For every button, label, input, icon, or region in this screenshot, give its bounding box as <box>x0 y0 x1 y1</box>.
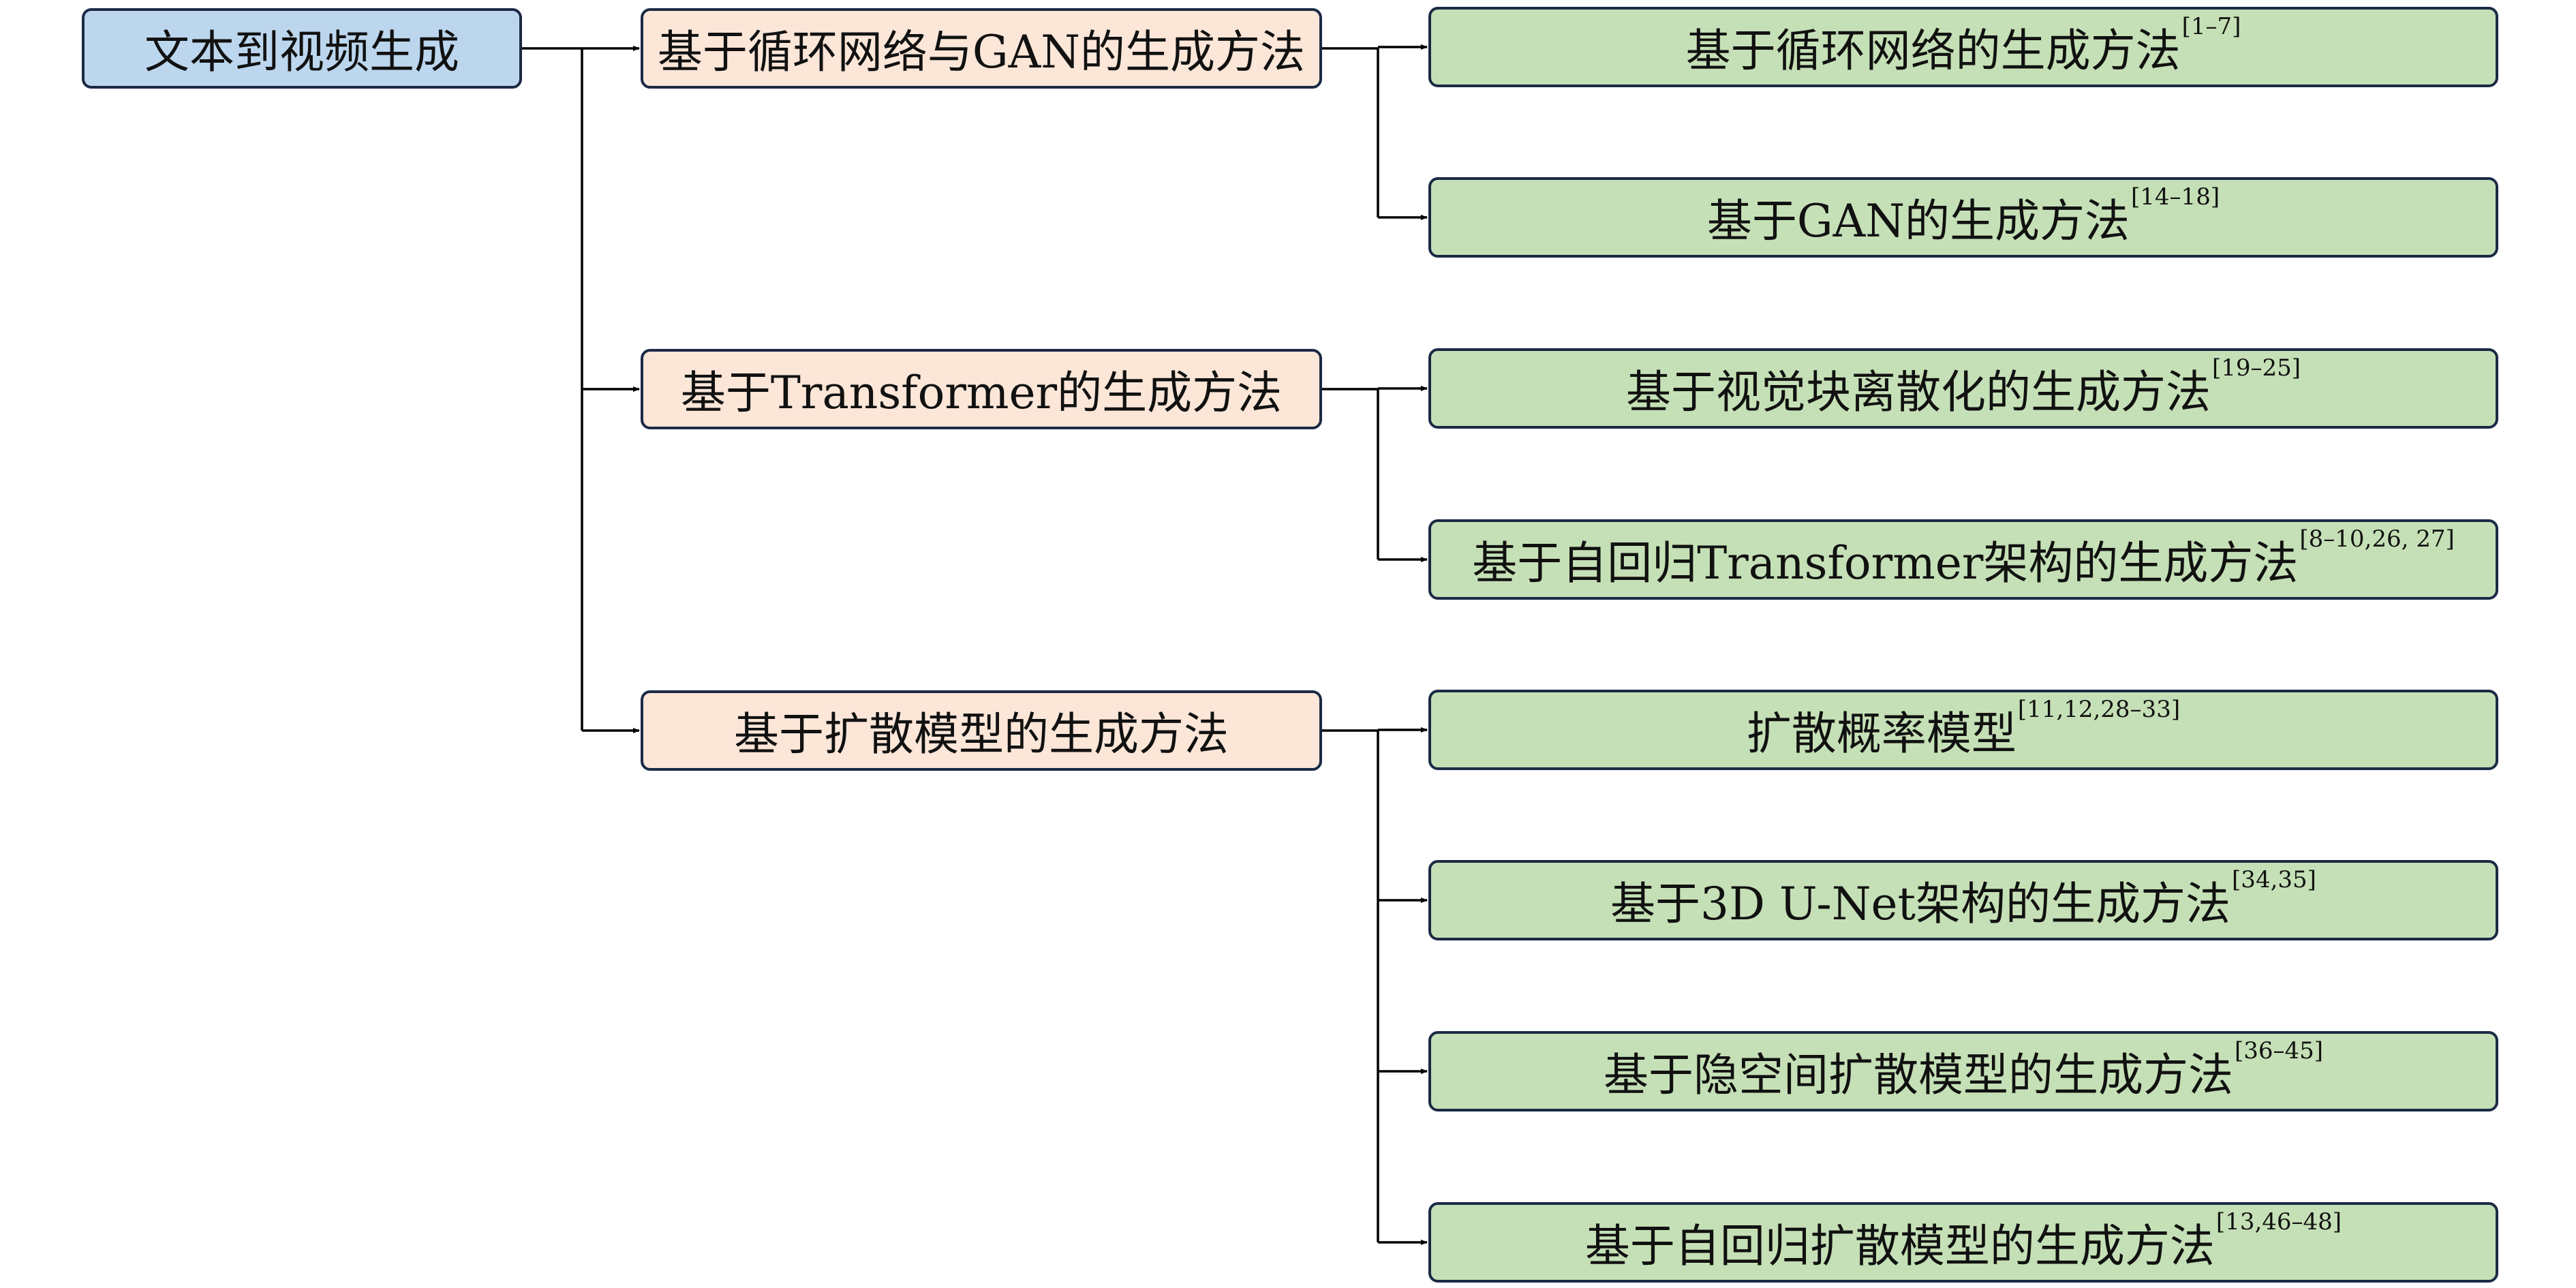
method-reference: [14–18] <box>2131 183 2220 211</box>
method-node-diffusion-probabilistic: 扩散概率模型[11,12,28–33] <box>1428 690 2498 770</box>
category-label: 基于循环网络与GAN的生成方法 <box>657 26 1306 78</box>
category-label: 基于Transformer的生成方法 <box>680 367 1283 419</box>
method-label: 基于视觉块离散化的生成方法 <box>1625 366 2211 418</box>
category-label: 基于扩散模型的生成方法 <box>734 708 1229 761</box>
method-label: 基于3D U-Net架构的生成方法 <box>1610 878 2231 930</box>
method-node-gan: 基于GAN的生成方法[14–18] <box>1428 177 2498 258</box>
method-node-3d-unet: 基于3D U-Net架构的生成方法[34,35] <box>1428 860 2498 940</box>
root-node: 文本到视频生成 <box>82 8 522 89</box>
method-label: 基于GAN的生成方法 <box>1706 195 2130 247</box>
method-reference: [34,35] <box>2232 866 2316 893</box>
category-node-transformer: 基于Transformer的生成方法 <box>641 349 1322 429</box>
method-label: 扩散概率模型 <box>1746 707 2017 760</box>
method-label: 基于隐空间扩散模型的生成方法 <box>1603 1049 2233 1101</box>
method-node-latent-diffusion: 基于隐空间扩散模型的生成方法[36–45] <box>1428 1031 2498 1111</box>
method-label: 基于自回归扩散模型的生成方法 <box>1584 1220 2215 1272</box>
method-node-autoregressive-transformer: 基于自回归Transformer架构的生成方法[8–10,26, 27] <box>1428 519 2498 600</box>
method-reference: [36–45] <box>2234 1037 2324 1064</box>
method-label: 基于循环网络的生成方法 <box>1685 25 2181 77</box>
method-reference: [19–25] <box>2211 354 2301 382</box>
method-node-autoregressive-diffusion: 基于自回归扩散模型的生成方法[13,46–48] <box>1428 1202 2498 1283</box>
method-node-rnn: 基于循环网络的生成方法[1–7] <box>1428 7 2498 87</box>
category-node-rnn-gan: 基于循环网络与GAN的生成方法 <box>641 8 1322 89</box>
category-node-diffusion: 基于扩散模型的生成方法 <box>641 690 1322 771</box>
method-reference: [13,46–48] <box>2215 1208 2342 1236</box>
method-label: 基于自回归Transformer架构的生成方法 <box>1472 537 2299 589</box>
method-reference: [1–7] <box>2181 13 2241 40</box>
method-reference: [8–10,26, 27] <box>2299 525 2455 553</box>
method-node-patch-discretization: 基于视觉块离散化的生成方法[19–25] <box>1428 348 2498 429</box>
root-label: 文本到视频生成 <box>144 26 459 78</box>
method-reference: [11,12,28–33] <box>2017 696 2181 723</box>
